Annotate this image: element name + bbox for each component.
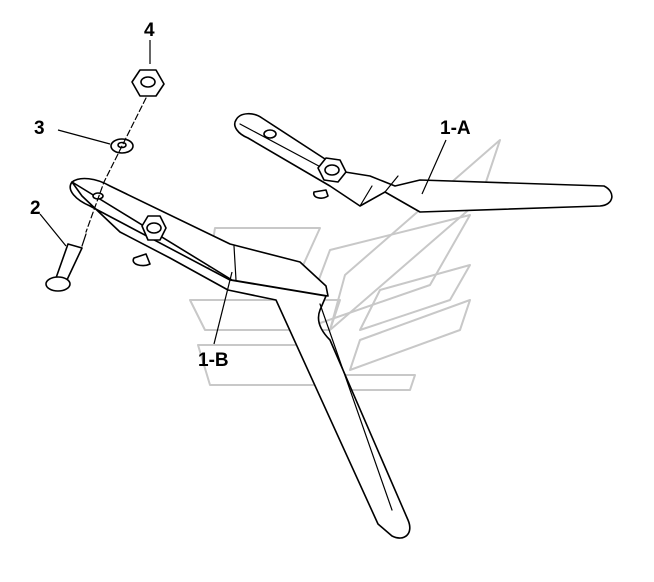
callout-4: 4 — [144, 20, 155, 41]
callout-1a: 1-A — [440, 118, 471, 139]
bracket-1b — [69, 177, 411, 539]
leader-3 — [57, 129, 111, 145]
bolt-2 — [45, 233, 87, 292]
bracket-1a — [233, 112, 613, 213]
center-axis-line — [85, 97, 147, 233]
leader-1b — [213, 271, 233, 345]
nut-4 — [131, 69, 165, 97]
callout-3: 3 — [34, 118, 45, 139]
callout-2: 2 — [30, 198, 41, 219]
callout-1b: 1-B — [198, 350, 229, 371]
leader-1a — [421, 139, 447, 195]
leader-2 — [39, 213, 67, 247]
